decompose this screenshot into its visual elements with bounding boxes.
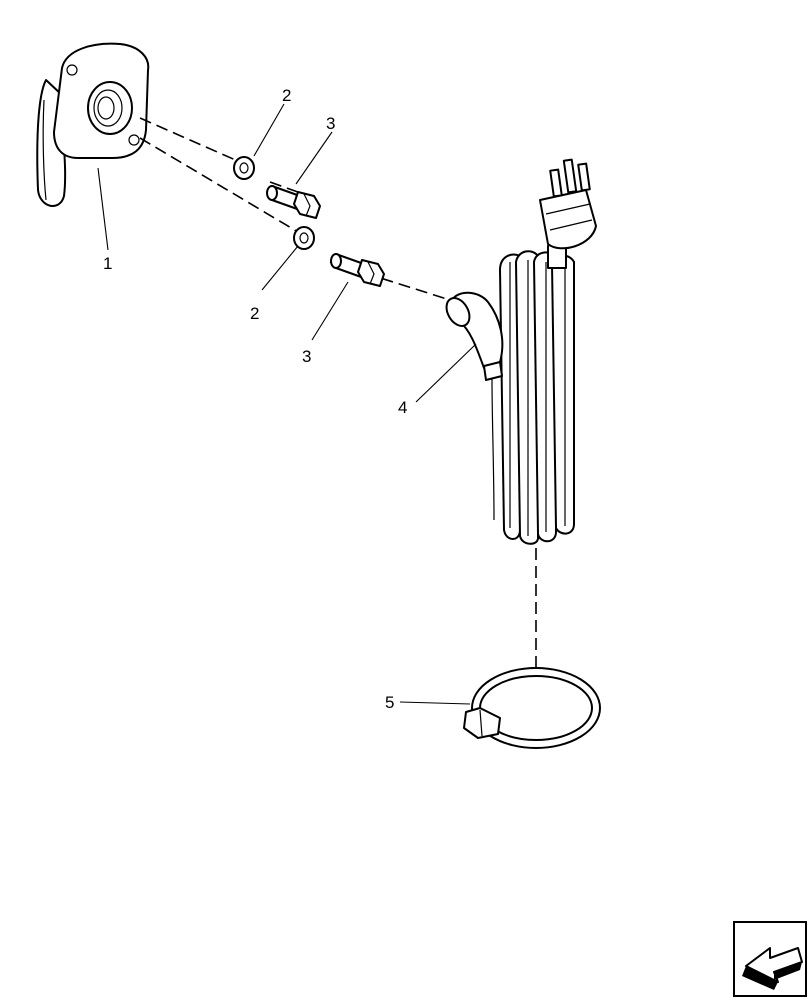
callout-4: 4 [398, 398, 407, 417]
callout-3-upper: 3 [326, 114, 335, 133]
part-1-heater-receptacle [36, 42, 150, 207]
callout-5: 5 [385, 693, 394, 712]
part-3-bolt-lower [330, 253, 385, 287]
callout-3-lower: 3 [302, 347, 311, 366]
callout-1: 1 [103, 254, 112, 273]
part-4-heater-element [445, 158, 597, 545]
part-3-bolt-upper [266, 185, 321, 219]
leader-lines [97, 103, 477, 705]
next-page-arrow-icon[interactable] [733, 921, 807, 997]
part-2-washer-lower [293, 226, 315, 250]
part-5-hose-clamp [463, 667, 601, 749]
callout-2-upper: 2 [282, 86, 291, 105]
part-2-washer-upper [233, 156, 255, 180]
assembly-lines [139, 117, 537, 700]
callout-2-lower: 2 [250, 304, 259, 323]
